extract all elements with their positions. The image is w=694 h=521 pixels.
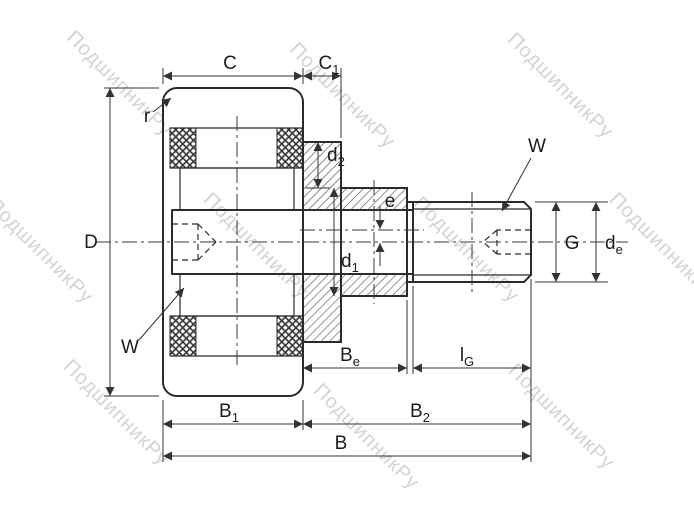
label-d2: d2 (327, 145, 345, 169)
label-B2: B2 (410, 401, 430, 425)
bearing-geometry (96, 87, 628, 397)
label-D: D (84, 232, 98, 253)
watermark-text: ПодшипникРу (504, 359, 619, 474)
watermark-text: ПодшипникРу (59, 355, 174, 470)
label-B1: B1 (219, 401, 239, 425)
watermark-text: ПодшипникРу (309, 379, 424, 494)
label-de: de (605, 233, 623, 257)
dim-W-bottom-leader (138, 287, 185, 341)
dim-Be-lG-extension-lines (406, 286, 414, 374)
label-e: e (385, 191, 396, 212)
label-C1: C1 (319, 53, 340, 77)
dim-r-leader (152, 97, 172, 113)
dimensions: C C1 r D d2 W W d1 e G de Be (84, 53, 623, 462)
label-W-top: W (528, 136, 546, 157)
label-Be: Be (340, 345, 360, 369)
label-G: G (565, 233, 580, 254)
hex-socket-left-hidden-lines (172, 223, 217, 261)
label-r: r (144, 106, 151, 127)
seal-section (276, 315, 304, 357)
label-lG: lG (460, 345, 474, 369)
watermark-text: ПодшипникРу (409, 192, 524, 307)
watermark-text: ПодшипникРу (62, 26, 177, 141)
watermark-text: ПодшипникРу (0, 193, 98, 308)
seal-section (276, 127, 304, 169)
dim-W-top-leader (501, 157, 532, 212)
watermark-text: ПодшипникРу (199, 188, 314, 303)
seal-section (169, 315, 197, 357)
watermark-text: ПодшипникРу (503, 28, 618, 143)
seal-section (169, 127, 197, 169)
label-C: C (223, 53, 237, 74)
label-W-bottom: W (121, 337, 139, 358)
label-B: B (335, 433, 348, 454)
label-d1: d1 (341, 251, 359, 275)
